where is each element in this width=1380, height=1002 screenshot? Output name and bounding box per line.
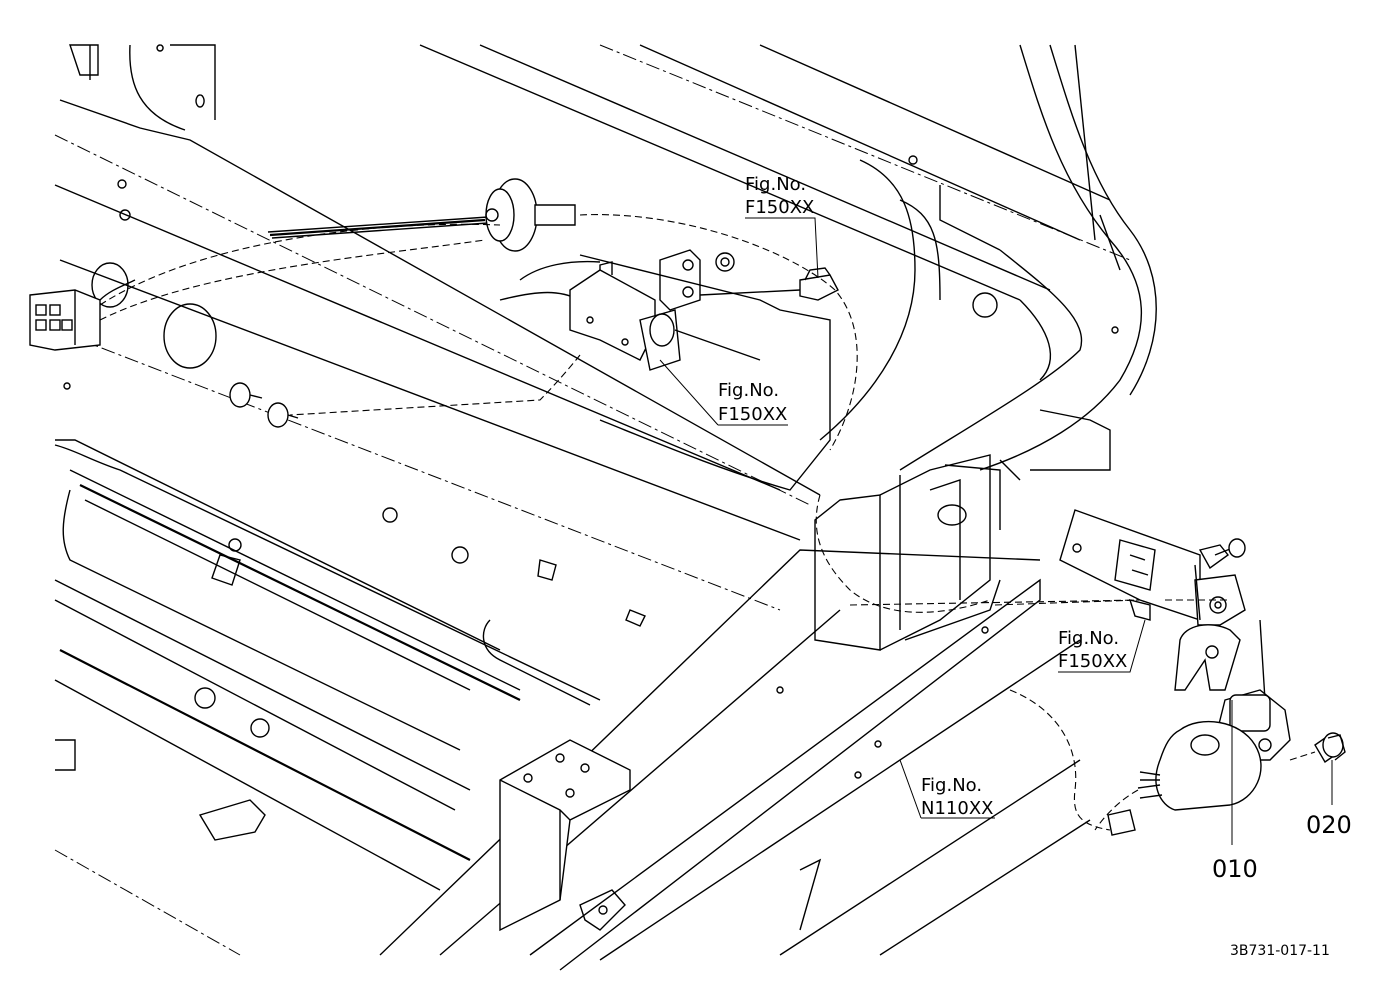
floor-deck — [54, 179, 646, 956]
part-number-020: 020 — [1306, 811, 1352, 839]
callout-fig-n110xx: Fig.No. N110XX — [921, 775, 993, 819]
drawing-code: 3B731-017-11 — [1230, 943, 1330, 959]
callout-fig-f150xx-top: Fig.No. F150XX — [745, 174, 814, 218]
svg-text:F150XX: F150XX — [718, 404, 787, 425]
wire-connector — [29, 223, 501, 351]
svg-text:Fig.No.: Fig.No. — [921, 775, 982, 796]
callout-fig-f150xx-middle: Fig.No. F150XX — [718, 380, 787, 425]
leader-lines — [659, 217, 1333, 845]
svg-text:Fig.No.: Fig.No. — [718, 380, 779, 401]
svg-text:Fig.No.: Fig.No. — [745, 174, 806, 195]
solenoid — [1009, 689, 1291, 836]
svg-text:N110XX: N110XX — [921, 798, 993, 819]
bolts — [229, 382, 299, 428]
svg-text:Fig.No.: Fig.No. — [1058, 628, 1119, 649]
upper-frame-panel — [54, 44, 1131, 611]
center-bracket — [814, 454, 1001, 651]
bolt-020 — [1289, 732, 1346, 764]
callout-fig-f150xx-right: Fig.No. F150XX — [1058, 628, 1127, 672]
part-number-010: 010 — [1212, 855, 1258, 883]
svg-text:F150XX: F150XX — [1058, 651, 1127, 672]
angle-bracket — [499, 739, 631, 932]
roll-bar-frame — [899, 44, 1157, 530]
linkage-bracket — [289, 249, 839, 416]
panel-outline — [499, 254, 831, 491]
throttle-cable — [267, 178, 858, 451]
svg-text:F150XX: F150XX — [745, 197, 814, 218]
clamp-bracket — [849, 509, 1266, 701]
